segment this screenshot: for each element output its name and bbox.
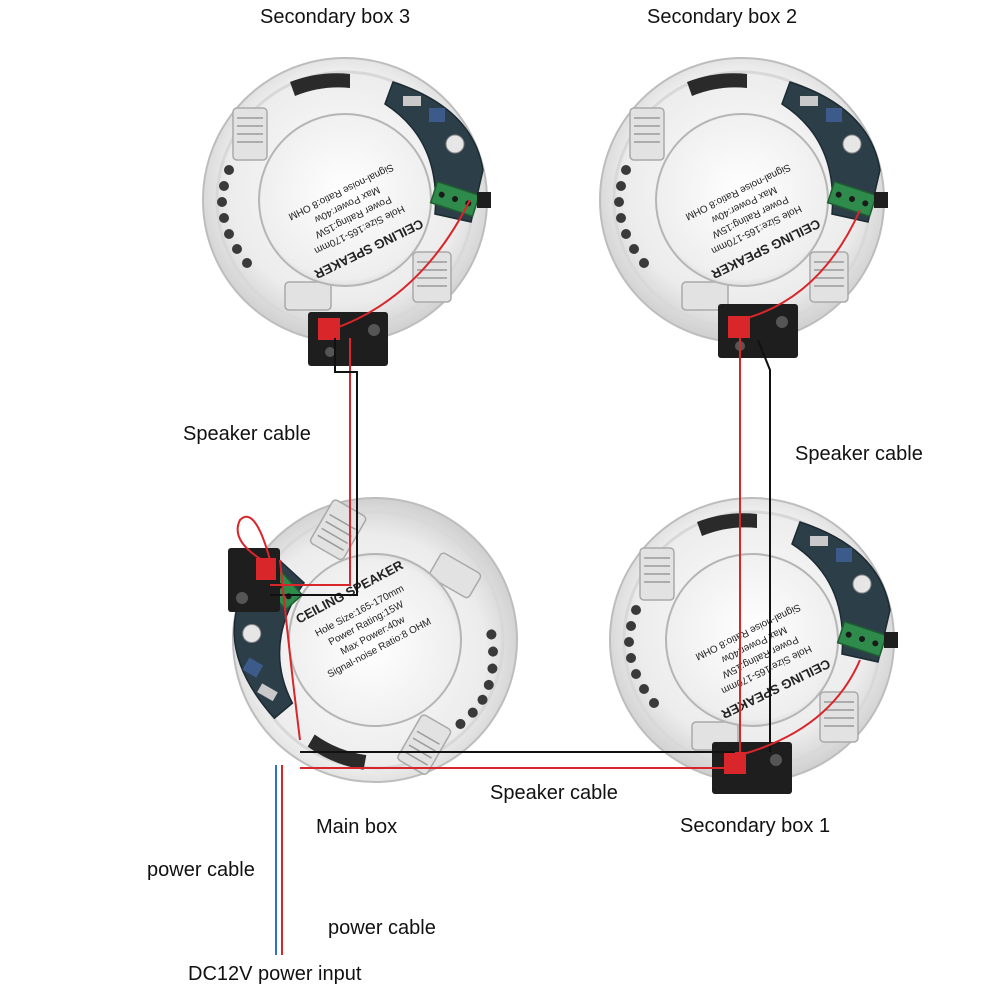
internal-wiring: [236, 199, 861, 756]
label-power-input: DC12V power input: [188, 963, 362, 985]
label-speaker-cable-bottom: Speaker cable: [490, 782, 618, 804]
speaker-cable-box2-to-box1: [739, 330, 771, 760]
power-cables: [275, 765, 283, 955]
label-power-cable-2: power cable: [328, 917, 436, 939]
speaker-cable-main-to-box1: [300, 751, 735, 769]
label-secondary-box-2: Secondary box 2: [647, 6, 798, 28]
label-secondary-box-3: Secondary box 3: [260, 6, 411, 28]
label-secondary-box-1: Secondary box 1: [680, 815, 831, 837]
label-main-box: Main box: [316, 816, 398, 838]
label-speaker-cable-left: Speaker cable: [183, 423, 311, 445]
speaker-main-box: CEILING SPEAKER Hole Size:165-170mm Powe…: [176, 442, 571, 836]
label-speaker-cable-right: Speaker cable: [795, 443, 923, 465]
speaker-secondary-box-2: CEILING SPEAKER Hole Size:165-170mm Powe…: [598, 56, 890, 358]
speaker-secondary-box-3: CEILING SPEAKER Hole Size:165-170mm Powe…: [201, 56, 493, 366]
speaker-cable-box3-to-main: [270, 338, 358, 596]
label-power-cable-1: power cable: [147, 859, 255, 881]
speaker-secondary-box-1: CEILING SPEAKER Hole Size:165-170mm Powe…: [608, 496, 900, 794]
